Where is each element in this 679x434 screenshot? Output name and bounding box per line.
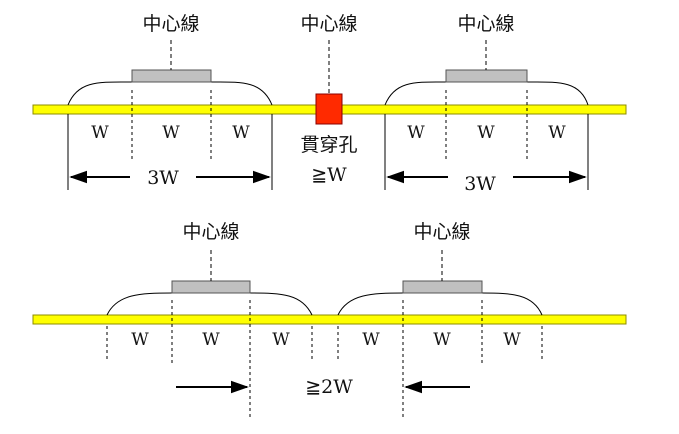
bottom-w-label: W	[202, 330, 220, 350]
bottom-right-center-line-label: 中心線	[413, 221, 470, 243]
bottom-division-lines	[106, 300, 543, 420]
bottom-left-trace	[171, 280, 251, 294]
top-w-label: W	[91, 123, 109, 143]
top-right-center-line-label: 中心線	[457, 13, 514, 35]
via-spacing-label: ≧W	[311, 164, 347, 186]
bottom-left-field-arc	[106, 292, 313, 316]
top-right-field-arc	[384, 81, 589, 106]
bottom-w-label: W	[362, 330, 380, 350]
bottom-w-label: W	[503, 330, 521, 350]
top-right-3w-label: 3W	[464, 173, 496, 195]
bottom-diagram: 中心線 中心線 W W W W W W ≧2W	[32, 221, 627, 420]
bottom-left-center-line-label: 中心線	[182, 221, 239, 243]
bottom-w-label: W	[131, 330, 149, 350]
via-hole	[315, 93, 343, 125]
top-left-trace	[131, 69, 212, 83]
top-w-label: W	[162, 123, 180, 143]
top-left-3w-label: 3W	[147, 167, 179, 189]
top-w-label: W	[407, 123, 425, 143]
bottom-w-label: W	[433, 330, 451, 350]
top-diagram: 中心線 中心線 中心線 W W W W W W 貫穿孔 ≧W 3W 3W	[32, 13, 627, 195]
top-left-center-line-label: 中心線	[142, 13, 199, 35]
via-center-line-label: 中心線	[300, 13, 357, 35]
min-spacing-2w-label: ≧2W	[305, 376, 353, 398]
top-right-trace	[445, 69, 528, 83]
via-hole-label: 貫穿孔	[300, 134, 357, 156]
bottom-w-label: W	[272, 330, 290, 350]
bottom-right-field-arc	[337, 292, 543, 316]
bottom-board	[32, 314, 627, 325]
top-w-label: W	[232, 123, 250, 143]
top-w-label: W	[548, 123, 566, 143]
top-w-label: W	[477, 123, 495, 143]
top-left-field-arc	[67, 81, 273, 106]
bottom-right-trace	[402, 280, 483, 294]
top-extent-lines	[67, 114, 589, 190]
